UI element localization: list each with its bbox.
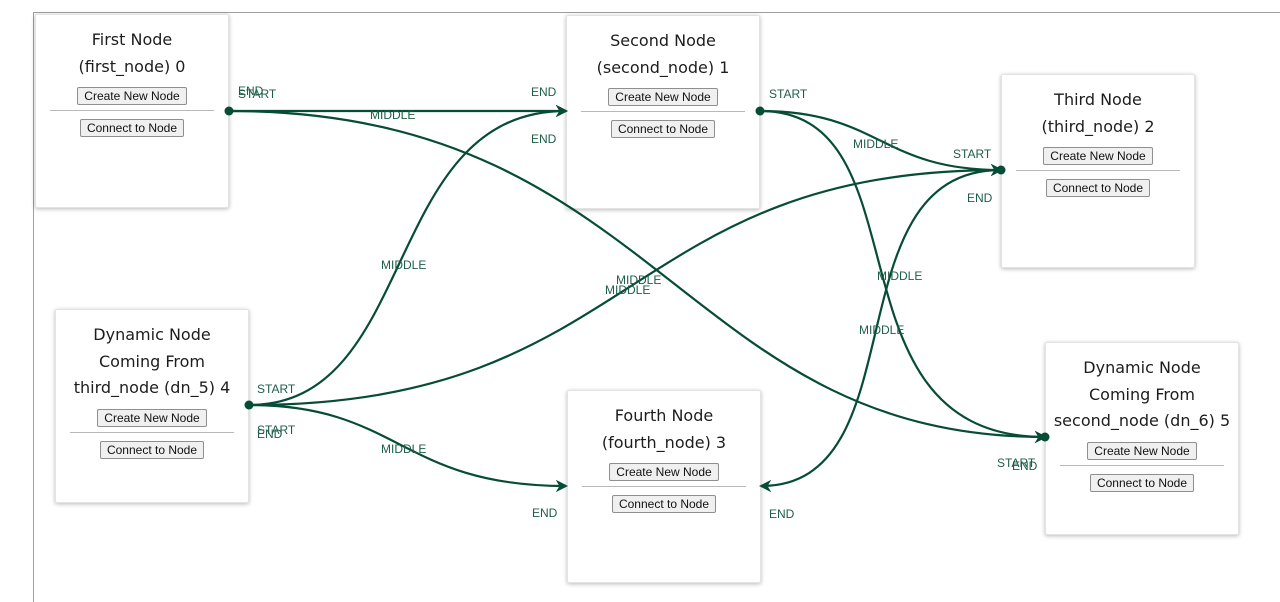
connect-to-node-button[interactable]: Connect to Node [1045,179,1151,197]
node-title-line: Dynamic Node [93,325,211,344]
node-title-line: (second_node) 1 [596,57,730,77]
divider [581,111,745,112]
create-new-node-button[interactable]: Create New Node [97,408,207,427]
node-title: Third Node (third_node) 2 [1002,87,1194,140]
connect-to-node-button[interactable]: Connect to Node [79,119,185,137]
node-title: Dynamic Node Coming From second_node (dn… [1046,355,1238,435]
divider [1060,464,1224,466]
divider [582,486,746,487]
node-first-node[interactable]: First Node (first_node) 0 Create New Nod… [35,14,229,208]
node-title-line: Fourth Node [614,406,714,425]
connect-to-node-button[interactable]: Connect to Node [611,495,717,513]
create-new-node-button[interactable]: Create New Node [609,463,719,481]
node-title-line: Coming From [98,351,205,371]
node-title-line: (third_node) 2 [1041,116,1155,136]
node-title-line: Second Node [610,31,716,50]
node-title-line: second_node (dn_6) 5 [1053,411,1231,430]
node-title: First Node (first_node) 0 [36,27,228,80]
node-second-node[interactable]: Second Node (second_node) 1 Create New N… [566,15,760,209]
divider [1016,170,1180,171]
connect-to-node-button[interactable]: Connect to Node [1089,473,1195,492]
node-fourth-node[interactable]: Fourth Node (fourth_node) 3 Create New N… [567,390,761,583]
node-title-line: Coming From [1088,384,1195,404]
node-title-line: (fourth_node) 3 [601,432,727,452]
divider [70,431,234,433]
node-title-line: Dynamic Node [1083,358,1201,377]
create-new-node-button[interactable]: Create New Node [1043,147,1153,165]
node-dn-6[interactable]: Dynamic Node Coming From second_node (dn… [1045,342,1239,535]
node-title: Second Node (second_node) 1 [567,28,759,81]
node-title-line: (first_node) 0 [78,56,186,76]
connect-to-node-button[interactable]: Connect to Node [99,440,205,459]
node-title-line: third_node (dn_5) 4 [73,378,231,397]
node-title-line: First Node [91,30,173,49]
create-new-node-button[interactable]: Create New Node [77,87,187,105]
node-dn-5[interactable]: Dynamic Node Coming From third_node (dn_… [55,309,249,503]
divider [50,110,214,111]
connect-to-node-button[interactable]: Connect to Node [610,120,716,138]
node-title: Fourth Node (fourth_node) 3 [568,403,760,456]
diagram-canvas [33,12,1280,602]
create-new-node-button[interactable]: Create New Node [1087,441,1197,460]
node-title: Dynamic Node Coming From third_node (dn_… [56,322,248,402]
node-third-node[interactable]: Third Node (third_node) 2 Create New Nod… [1001,74,1195,268]
node-title-line: Third Node [1054,90,1142,109]
create-new-node-button[interactable]: Create New Node [608,88,718,106]
